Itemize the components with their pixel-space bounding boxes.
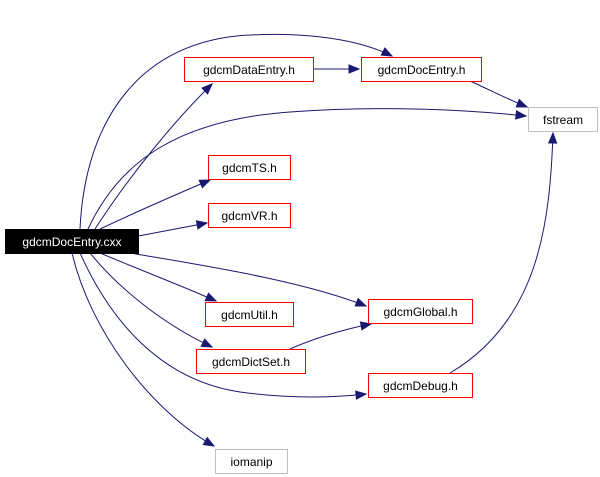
arrowhead-icon	[200, 338, 214, 348]
edge-line	[87, 108, 527, 230]
arrowhead-icon	[515, 110, 528, 120]
arrowhead-icon	[547, 131, 558, 144]
arrowhead-icon	[195, 220, 209, 230]
node-box	[528, 107, 598, 132]
arrowhead-icon	[201, 83, 213, 95]
node-label: gdcmUtil.h	[221, 308, 278, 322]
node-iomanip: iomanip	[215, 449, 288, 474]
edge-line	[79, 33, 393, 230]
arrowhead-icon	[198, 179, 212, 189]
edge-line	[89, 252, 213, 348]
arrowhead-icon	[204, 292, 218, 302]
edge-gdcmdictset-h-to-gdcmglobal-h	[289, 321, 373, 350]
node-box	[215, 449, 288, 474]
edge-line	[289, 323, 372, 350]
edge-line	[71, 252, 215, 447]
edges-layer	[71, 33, 558, 447]
edge-line	[129, 252, 367, 307]
node-box	[368, 373, 473, 398]
node-box	[196, 349, 306, 374]
node-label: gdcmGlobal.h	[383, 305, 457, 319]
edge-line	[94, 83, 213, 230]
edge-gdcmdocentry-cxx-to-gdcmdocentry-h	[79, 33, 394, 230]
edge-gdcmdocentry-cxx-to-gdcmutil-h	[99, 252, 218, 302]
edge-line	[79, 252, 367, 398]
arrowhead-icon	[515, 98, 529, 108]
node-gdcmutil-h[interactable]: gdcmUtil.h	[205, 302, 294, 327]
node-gdcmdocentry-h[interactable]: gdcmDocEntry.h	[361, 57, 482, 82]
node-gdcmglobal-h[interactable]: gdcmGlobal.h	[368, 299, 473, 324]
edge-gdcmdebug-h-to-fstream	[449, 131, 558, 374]
edge-gdcmdocentry-cxx-to-gdcmdebug-h	[79, 252, 368, 400]
edge-gdcmdocentry-cxx-to-gdcmts-h	[99, 179, 212, 230]
node-gdcmdocentry-cxx[interactable]: gdcmDocEntry.cxx	[5, 229, 139, 254]
edge-gdcmdocentry-cxx-to-gdcmvr-h	[137, 220, 209, 237]
arrowhead-icon	[348, 64, 361, 74]
node-gdcmdataentry-h[interactable]: gdcmDataEntry.h	[184, 57, 314, 82]
node-label: gdcmDictSet.h	[212, 355, 290, 369]
node-box	[368, 299, 473, 324]
node-label: fstream	[543, 113, 583, 127]
edge-line	[99, 179, 211, 230]
edge-line	[137, 222, 208, 237]
node-box	[205, 302, 294, 327]
nodes-layer: gdcmDocEntry.cxx gdcmDataEntry.h gdcmDocEn…	[5, 57, 598, 474]
edge-gdcmdocentry-cxx-to-fstream	[87, 108, 528, 230]
edge-gdcmdocentry-cxx-to-gdcmglobal-h	[129, 252, 368, 307]
node-gdcmdictset-h[interactable]: gdcmDictSet.h	[196, 349, 306, 374]
node-gdcmdebug-h[interactable]: gdcmDebug.h	[368, 373, 473, 398]
node-box	[361, 57, 482, 82]
edge-gdcmdocentry-cxx-to-gdcmdictset-h	[89, 252, 214, 348]
edge-line	[99, 252, 217, 302]
edge-line	[449, 132, 554, 374]
arrowhead-icon	[355, 390, 368, 400]
node-fstream: fstream	[528, 107, 598, 132]
node-box	[184, 57, 314, 82]
node-box	[208, 155, 291, 180]
arrowhead-icon	[202, 436, 216, 447]
node-label: gdcmDocEntry.cxx	[22, 235, 121, 249]
node-label: iomanip	[230, 455, 272, 469]
edge-gdcmdocentry-cxx-to-iomanip	[71, 252, 216, 447]
arrowhead-icon	[380, 47, 394, 57]
node-label: gdcmTS.h	[222, 161, 277, 175]
node-label: gdcmDataEntry.h	[203, 63, 295, 77]
node-label: gdcmDocEntry.h	[378, 63, 466, 77]
edge-gdcmdocentry-h-to-fstream	[469, 80, 529, 108]
node-label: gdcmDebug.h	[383, 379, 458, 393]
node-box	[208, 203, 291, 228]
node-gdcmts-h[interactable]: gdcmTS.h	[208, 155, 291, 180]
node-box	[5, 229, 139, 254]
edge-gdcmdocentry-cxx-to-gdcmdataentry-h	[94, 83, 213, 230]
node-gdcmvr-h[interactable]: gdcmVR.h	[208, 203, 291, 228]
edge-gdcmdataentry-h-to-gdcmdocentry-h	[313, 64, 361, 74]
arrowhead-icon	[354, 297, 368, 307]
node-label: gdcmVR.h	[221, 209, 277, 223]
